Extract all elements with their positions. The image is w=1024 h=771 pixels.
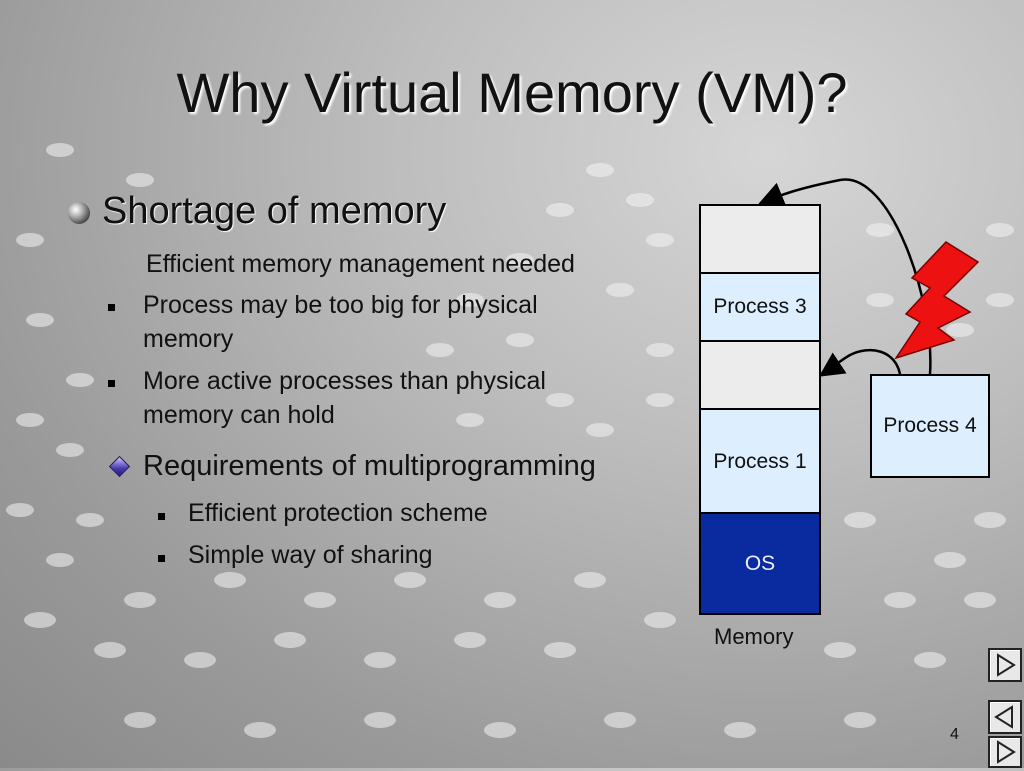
page-number: 4	[950, 726, 959, 743]
sphere-bullet-icon	[68, 202, 90, 224]
list-item: Efficient protection scheme	[188, 499, 488, 527]
memory-block-process-3: Process 3	[699, 272, 821, 342]
memory-block-process-1: Process 1	[699, 408, 821, 514]
process-4-box: Process 4	[870, 374, 990, 478]
list-item-line: Process may be too big for physical	[143, 291, 538, 319]
arrow-to-middle-free-block	[818, 348, 902, 377]
list-item-line: memory can hold	[143, 401, 335, 429]
bullet-note: Efficient memory management needed	[146, 250, 575, 278]
next-slide-button[interactable]	[988, 648, 1022, 682]
memory-label: Memory	[714, 624, 794, 649]
play-next-icon	[997, 653, 1016, 677]
list-item: Simple way of sharing	[188, 541, 433, 569]
list-item-line: memory	[143, 325, 234, 353]
square-bullet-icon	[158, 513, 165, 520]
play-forward-icon	[997, 740, 1016, 764]
play-previous-icon	[994, 705, 1013, 729]
bullet-requirements: Requirements of multiprogramming	[143, 450, 596, 482]
list-item: Process may be too big for physical memo…	[143, 288, 538, 356]
bullet-shortage-of-memory: Shortage of memory	[102, 190, 447, 232]
square-bullet-icon	[108, 380, 115, 387]
memory-block-free	[699, 204, 821, 274]
square-bullet-icon	[158, 555, 165, 562]
slide-title: Why Virtual Memory (VM)?	[176, 61, 848, 124]
lightning-icon	[894, 241, 980, 360]
memory-block-os: OS	[699, 512, 821, 615]
list-item: More active processes than physical memo…	[143, 364, 546, 432]
list-item-line: More active processes than physical	[143, 367, 546, 395]
square-bullet-icon	[108, 304, 115, 311]
previous-slide-button[interactable]	[988, 700, 1022, 734]
forward-slide-button[interactable]	[988, 736, 1022, 768]
